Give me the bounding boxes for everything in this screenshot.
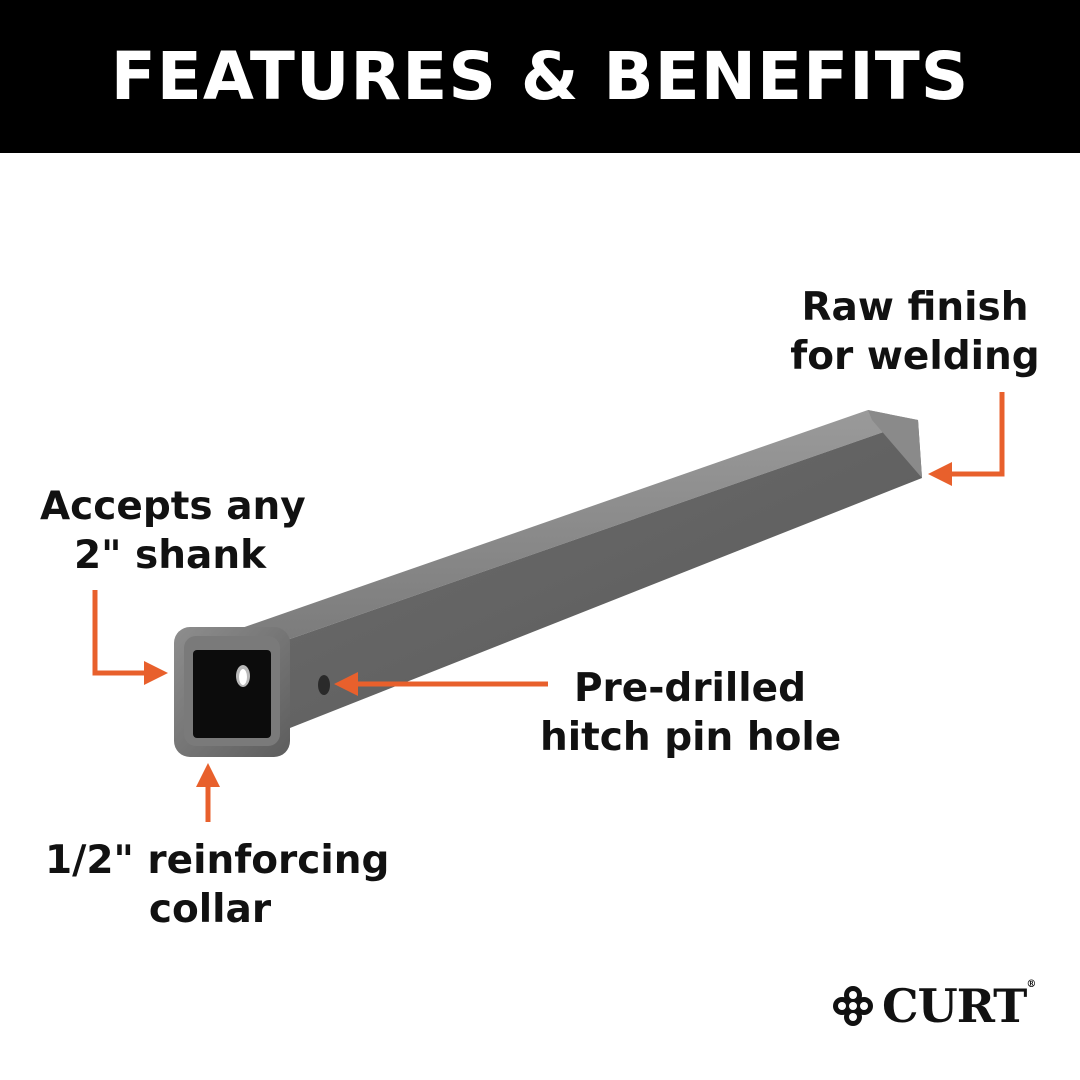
registered-mark: ® xyxy=(1026,979,1036,990)
callout-reinforcing-collar: 1/2" reinforcing collar xyxy=(45,836,390,934)
arrow-up-icon xyxy=(196,763,220,787)
curt-logo-icon xyxy=(833,986,873,1026)
arrow-right-icon xyxy=(144,661,168,685)
callout-line: 2" shank xyxy=(73,533,267,578)
callout-line: collar xyxy=(148,887,272,932)
side-pin-hole xyxy=(318,675,330,695)
arrow-left-icon xyxy=(334,672,358,696)
callout-line: hitch pin hole xyxy=(540,715,842,760)
callout-line: Raw finish xyxy=(801,285,1029,330)
callout-raw-finish: Raw finish for welding xyxy=(790,283,1040,381)
brand-logo: CURT® xyxy=(830,979,1036,1033)
callout-line: 1/2" reinforcing xyxy=(45,838,390,883)
callout-line: for welding xyxy=(790,334,1040,379)
tube-opening xyxy=(193,650,271,738)
tube-side-face xyxy=(287,420,922,728)
tube-top-face xyxy=(236,410,918,640)
callout-line: Pre-drilled xyxy=(573,666,807,711)
arrow-accepts-shank xyxy=(92,590,150,676)
tube-far-end xyxy=(868,410,922,478)
callout-line: Accepts any xyxy=(40,484,306,529)
arrow-raw-finish xyxy=(945,392,1005,477)
callout-arrows xyxy=(92,392,1005,822)
inner-pin-hole-highlight xyxy=(239,669,247,685)
page-title: FEATURES & BENEFITS xyxy=(110,38,970,115)
arrow-left-icon xyxy=(928,462,952,486)
callout-pin-hole: Pre-drilled hitch pin hole xyxy=(540,664,842,762)
receiver-tube xyxy=(174,410,922,757)
header-banner: FEATURES & BENEFITS xyxy=(0,0,1080,153)
brand-name: CURT® xyxy=(882,979,1036,1033)
callout-accepts-shank: Accepts any 2" shank xyxy=(40,482,306,580)
brand-name-text: CURT xyxy=(882,979,1027,1033)
arrow-heads xyxy=(144,462,952,787)
